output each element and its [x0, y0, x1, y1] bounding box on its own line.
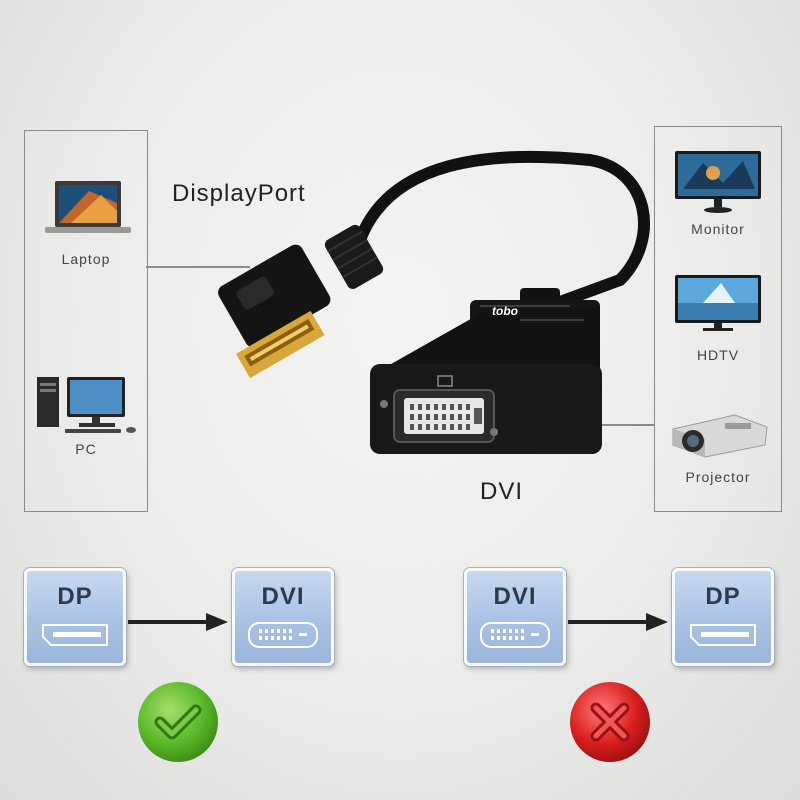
hdtv-device: [673, 273, 763, 335]
hdtv-label: HDTV: [696, 347, 740, 363]
dvi-target-box: DVI: [232, 568, 334, 666]
projector-label: Projector: [685, 469, 751, 485]
check-icon: [138, 682, 218, 762]
monitor-device: [673, 149, 763, 215]
hdtv-icon: [675, 275, 761, 331]
laptop-icon: [45, 181, 131, 233]
brand-logo-text: tobo: [492, 304, 518, 318]
projector-icon: [672, 414, 768, 458]
dp-to-dvi-adapter: tobo: [218, 150, 650, 454]
dvi-port-icon: [480, 622, 550, 648]
dp-strain-relief: [324, 224, 384, 289]
adapter-cable: [354, 150, 650, 308]
projector-device: [665, 405, 773, 461]
dvi-target-title: DVI: [261, 583, 305, 610]
dp-to-dvi-arrow: [128, 620, 208, 624]
laptop-label: Laptop: [61, 251, 111, 267]
dvi-housing: tobo: [370, 288, 602, 454]
dp-port-icon: [42, 624, 108, 646]
cross-icon: [570, 682, 650, 762]
laptop-device: [41, 177, 133, 247]
dvi-to-dp-arrow: [568, 620, 648, 624]
display-devices-panel: Monitor HDTV Projector: [654, 126, 782, 512]
monitor-label: Monitor: [691, 221, 745, 237]
pc-device: [35, 371, 139, 435]
dvi-port-icon: [248, 622, 318, 648]
monitor-icon: [675, 151, 761, 213]
dp-target-box: DP: [672, 568, 774, 666]
dvi-label: DVI: [480, 478, 524, 505]
dp-to-dvi-arrow-head: [206, 613, 228, 631]
dp-source-title: DP: [57, 583, 93, 610]
pc-label: PC: [75, 441, 97, 457]
dp-target-title: DP: [705, 583, 741, 610]
source-devices-panel: Laptop PC: [24, 130, 148, 512]
desktop-pc-icon: [37, 377, 136, 433]
dvi-source-box: DVI: [464, 568, 566, 666]
dvi-source-title: DVI: [493, 583, 537, 610]
dp-port-icon: [690, 624, 756, 646]
displayport-label: DisplayPort: [172, 180, 306, 207]
dvi-connector-line: [552, 424, 654, 426]
dp-source-box: DP: [24, 568, 126, 666]
displayport-connector-line: [146, 266, 250, 268]
displayport-plug: [218, 244, 331, 379]
dvi-to-dp-arrow-head: [646, 613, 668, 631]
